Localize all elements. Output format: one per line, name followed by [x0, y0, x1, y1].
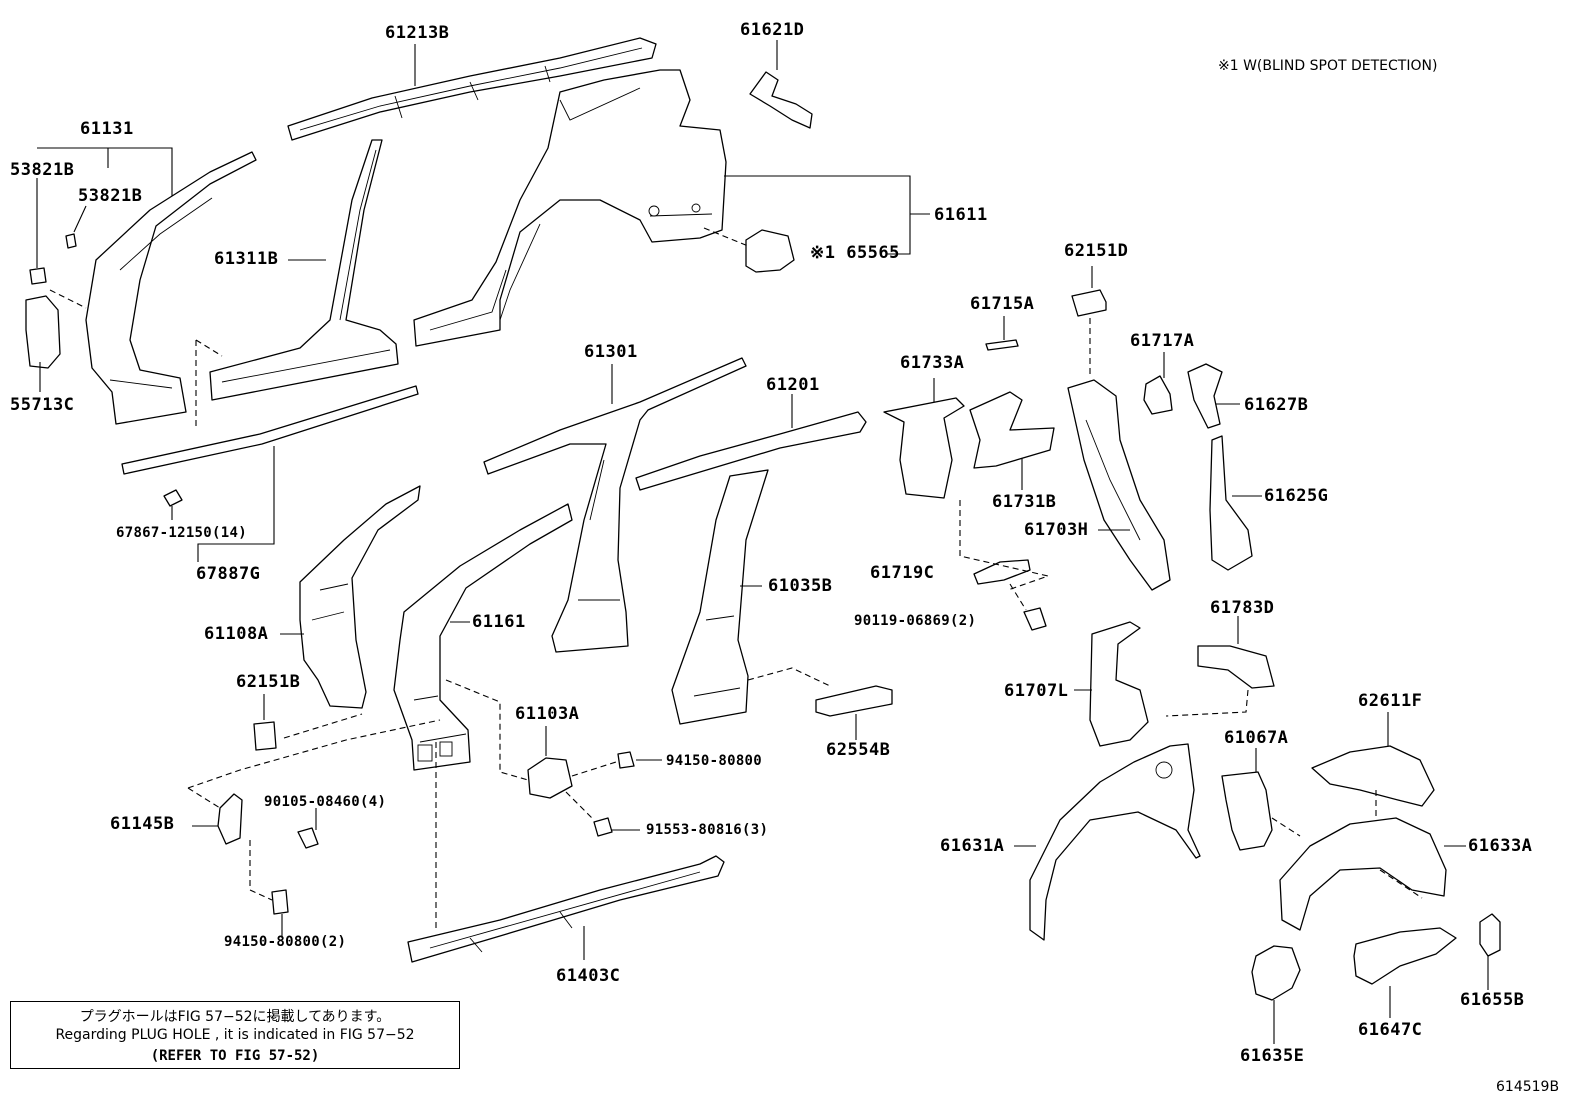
reference-line-japanese: プラグホールはFIG 57−52に掲載してあります。: [79, 1009, 391, 1025]
label-61707L[interactable]: 61707L: [1004, 681, 1069, 701]
part-61213B-rail: [287, 37, 657, 141]
part-61703H-quarter-inner: [1067, 379, 1171, 591]
part-61655B-bracket: [1479, 913, 1501, 990]
part-62611F-liner: [1311, 712, 1435, 820]
part-61731B-reinforcement: [969, 391, 1055, 490]
label-61103A[interactable]: 61103A: [515, 704, 580, 724]
part-61201-rail: [635, 394, 867, 491]
label-61635E[interactable]: 61635E: [1240, 1046, 1305, 1066]
part-53821B-clips: [29, 233, 77, 285]
part-61161-pillar-inner: [393, 503, 573, 771]
label-61611[interactable]: 61611: [934, 205, 988, 225]
part-61403C-rocker: [407, 742, 725, 963]
part-61783D-pad: [1165, 616, 1275, 717]
part-61611-quarter-panel: [413, 69, 930, 347]
part-61633A-wheel-liner: [1279, 817, 1466, 931]
part-61621D-bracket: [749, 40, 813, 129]
label-61733A[interactable]: 61733A: [900, 353, 965, 373]
label-91553-80816[interactable]: 91553-80816(3): [646, 822, 769, 838]
reference-box: プラグホールはFIG 57−52に掲載してあります。 Regarding PLU…: [10, 1001, 460, 1069]
label-61311B[interactable]: 61311B: [214, 249, 279, 269]
part-61145B-bracket: [187, 719, 441, 938]
label-61631A[interactable]: 61631A: [940, 836, 1005, 856]
label-61108A[interactable]: 61108A: [204, 624, 269, 644]
label-61067A[interactable]: 61067A: [1224, 728, 1289, 748]
part-61301-pillar: [483, 357, 747, 653]
label-94150-80800-2[interactable]: 94150-80800(2): [224, 934, 347, 950]
part-67887G-moulding: [121, 339, 419, 562]
label-61703H[interactable]: 61703H: [1024, 520, 1089, 540]
part-61715A-clip: [985, 316, 1019, 351]
label-61035B[interactable]: 61035B: [768, 576, 833, 596]
label-61621D[interactable]: 61621D: [740, 20, 805, 40]
part-61035B-pillar: [671, 469, 831, 725]
label-61161[interactable]: 61161: [472, 612, 526, 632]
reference-link[interactable]: (REFER TO FIG 57-52): [150, 1048, 320, 1064]
diagram-id: 614519B: [1496, 1079, 1560, 1095]
part-62554B-pad: [815, 685, 893, 740]
part-61635E-liner: [1251, 945, 1301, 1044]
label-90119-06869[interactable]: 90119-06869(2): [854, 613, 977, 629]
part-61625G-extension: [1209, 435, 1262, 571]
part-61311B-inner: [209, 139, 399, 401]
label-90105-08460[interactable]: 90105-08460(4): [264, 794, 387, 810]
part-61131-side-outer: [36, 147, 257, 425]
label-61717A[interactable]: 61717A: [1130, 331, 1195, 351]
label-61627B[interactable]: 61627B: [1244, 395, 1309, 415]
label-61647C[interactable]: 61647C: [1358, 1020, 1423, 1040]
reference-line-english: Regarding PLUG HOLE , it is indicated in…: [55, 1027, 415, 1043]
label-61633A[interactable]: 61633A: [1468, 836, 1533, 856]
label-61731B[interactable]: 61731B: [992, 492, 1057, 512]
label-61715A[interactable]: 61715A: [970, 294, 1035, 314]
label-61301[interactable]: 61301: [584, 342, 638, 362]
label-55713C[interactable]: 55713C: [10, 395, 75, 415]
spot-detection-note: ※1 W(BLIND SPOT DETECTION): [1218, 58, 1438, 74]
label-67887G[interactable]: 67887G: [196, 564, 261, 584]
part-61707L-inner: [1074, 621, 1149, 747]
label-61719C[interactable]: 61719C: [870, 563, 935, 583]
part-65565-bracket: [703, 227, 795, 273]
label-65565[interactable]: ※1 65565: [810, 243, 900, 263]
part-61103A-bracket: [445, 679, 662, 837]
label-62611F[interactable]: 62611F: [1358, 691, 1423, 711]
label-53821B-upper[interactable]: 53821B: [10, 160, 75, 180]
label-53821B-lower[interactable]: 53821B: [78, 186, 143, 206]
part-55713C-bracket: [25, 289, 87, 392]
part-61108A-pillar: [280, 485, 421, 709]
label-61783D[interactable]: 61783D: [1210, 598, 1275, 618]
label-61145B[interactable]: 61145B: [110, 814, 175, 834]
part-61067A-liner: [1221, 748, 1301, 851]
part-61733A-reinforcement: [883, 378, 965, 499]
label-67867-12150[interactable]: 67867-12150(14): [116, 525, 247, 541]
label-61403C[interactable]: 61403C: [556, 966, 621, 986]
label-61625G[interactable]: 61625G: [1264, 486, 1329, 506]
part-62151B-pad: [253, 694, 363, 751]
part-61719C-plate: [959, 500, 1050, 631]
label-61213B[interactable]: 61213B: [385, 23, 450, 43]
label-61201[interactable]: 61201: [766, 375, 820, 395]
part-61647C-bracket: [1353, 927, 1457, 1018]
part-61627B-bracket: [1187, 363, 1240, 429]
label-61655B[interactable]: 61655B: [1460, 990, 1525, 1010]
part-62151D-pad: [1071, 266, 1107, 378]
label-61131[interactable]: 61131: [80, 119, 134, 139]
label-62151B[interactable]: 62151B: [236, 672, 301, 692]
part-61631A-wheel-arch: [1014, 743, 1201, 941]
part-61717A-bracket: [1143, 352, 1173, 415]
label-94150-80800[interactable]: 94150-80800: [666, 753, 763, 769]
label-62554B[interactable]: 62554B: [826, 740, 891, 760]
label-62151D[interactable]: 62151D: [1064, 241, 1129, 261]
